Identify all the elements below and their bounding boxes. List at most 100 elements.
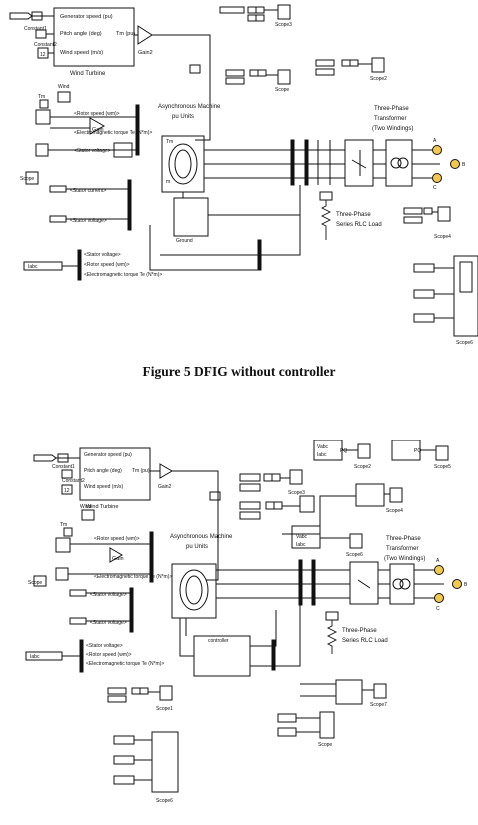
asynchronous-machine-block[interactable]: Asynchronous Machine pu Units Tm m <box>158 104 221 192</box>
svg-text:12: 12 <box>64 488 70 494</box>
parallel-rlc-load[interactable] <box>350 562 378 604</box>
constant-12-block[interactable]: 12 <box>62 485 72 494</box>
controller-block[interactable]: controller <box>194 636 250 676</box>
scope1-block[interactable]: Scope1 <box>156 686 173 712</box>
svg-text:Scope2: Scope2 <box>370 76 387 82</box>
svg-text:Vabc: Vabc <box>317 444 329 450</box>
parallel-rlc-load[interactable] <box>345 140 373 186</box>
three-phase-bus <box>216 560 350 605</box>
svg-text:<Rotor speed (wm)>: <Rotor speed (wm)> <box>94 536 140 542</box>
svg-text:Gain2: Gain2 <box>138 50 153 56</box>
constant2-block[interactable]: Constant2 <box>62 470 85 484</box>
svg-text:Iabc: Iabc <box>30 654 40 660</box>
svg-text:Wind speed (m/s): Wind speed (m/s) <box>84 484 124 490</box>
svg-text:Constant1: Constant1 <box>52 464 75 470</box>
svg-text:Constant2: Constant2 <box>62 478 85 484</box>
svg-text:<Electromagnetic torque Te (N*: <Electromagnetic torque Te (N*m)> <box>84 272 162 278</box>
scope7-block[interactable]: Scope7 <box>370 684 387 708</box>
gain2-block[interactable]: Gain2 <box>138 26 153 56</box>
svg-text:Tm (pu): Tm (pu) <box>116 31 135 37</box>
phase-port-c[interactable]: C <box>433 174 442 192</box>
svg-text:Tm: Tm <box>60 522 67 528</box>
svg-text:<Stator voltage>: <Stator voltage> <box>84 252 121 258</box>
scope-block[interactable]: Scope <box>318 712 334 748</box>
svg-text:Transformer: Transformer <box>374 116 406 122</box>
svg-text:Three-Phase: Three-Phase <box>374 106 409 112</box>
phase-port-b[interactable]: B <box>451 160 467 169</box>
svg-text:Iabc: Iabc <box>296 542 306 548</box>
constant1-block[interactable]: Constant1 <box>52 454 75 470</box>
constant-12-block[interactable]: 12 <box>38 48 48 58</box>
svg-text:Scope6: Scope6 <box>456 340 473 346</box>
phase-port-a[interactable]: A <box>433 138 442 155</box>
svg-text:Scope1: Scope1 <box>156 706 173 712</box>
svg-text:Generator speed (pu): Generator speed (pu) <box>60 14 113 20</box>
svg-text:<Electromagnetic torque Te (N*: <Electromagnetic torque Te (N*m)> <box>86 661 164 667</box>
wind-turbine-block[interactable]: Generator speed (pu) Pitch angle (deg) W… <box>54 8 135 77</box>
three-phase-bus <box>204 140 345 185</box>
svg-text:Iabc: Iabc <box>317 452 327 458</box>
svg-text:(Two Windings): (Two Windings) <box>372 126 413 132</box>
svg-text:Tm (pu): Tm (pu) <box>132 468 150 474</box>
svg-text:Scope3: Scope3 <box>275 22 292 28</box>
svg-text:pu Units: pu Units <box>186 544 208 550</box>
svg-text:Vabc: Vabc <box>296 534 308 540</box>
svg-text:Iabc: Iabc <box>28 264 38 270</box>
svg-text:Scope: Scope <box>318 742 332 748</box>
svg-text:Scope2: Scope2 <box>354 464 371 470</box>
svg-text:Asynchronous Machine: Asynchronous Machine <box>170 534 233 540</box>
series-rlc-load[interactable]: Three-Phase Series RLC Load <box>326 612 388 654</box>
asynchronous-machine-block[interactable]: Asynchronous Machine pu Units <box>170 534 233 618</box>
constant1-block[interactable]: Constant1 <box>24 12 47 32</box>
phase-port-b[interactable]: B <box>453 580 469 589</box>
svg-text:Transformer: Transformer <box>386 546 418 552</box>
svg-text:B: B <box>464 582 468 588</box>
svg-text:Asynchronous Machine: Asynchronous Machine <box>158 104 221 110</box>
scope5-block[interactable]: Scope5 <box>434 446 451 470</box>
gain-block[interactable]: Gain <box>110 548 124 562</box>
svg-text:(Two Windings): (Two Windings) <box>384 556 425 562</box>
scope2-block[interactable]: Scope2 <box>354 444 371 470</box>
svg-text:C: C <box>433 185 437 191</box>
input-signal-block[interactable] <box>10 13 32 19</box>
svg-text:<Rotor speed (wm)>: <Rotor speed (wm)> <box>86 652 132 658</box>
three-phase-transformer[interactable]: Three-Phase Transformer (Two Windings) <box>372 106 413 186</box>
gain2-block[interactable]: Gain2 <box>158 464 172 490</box>
simulink-diagram-dfig-with-controller: Generator speed (pu) Pitch angle (deg) W… <box>0 440 478 820</box>
simulink-diagram-dfig-without-controller: Generator speed (pu) Pitch angle (deg) W… <box>0 0 478 365</box>
svg-text:A: A <box>433 138 437 144</box>
svg-text:PQ: PQ <box>414 448 421 454</box>
svg-text:Scope: Scope <box>275 87 289 93</box>
svg-text:PQ: PQ <box>340 448 347 454</box>
svg-text:Wind Turbine: Wind Turbine <box>70 71 106 77</box>
svg-text:Gain2: Gain2 <box>158 484 172 490</box>
phase-port-a[interactable]: A <box>435 558 444 575</box>
scope4-block[interactable]: Scope4 <box>386 488 403 514</box>
svg-text:Tm: Tm <box>166 139 173 145</box>
svg-text:Generator speed (pu): Generator speed (pu) <box>84 452 132 458</box>
svg-text:Scope5: Scope5 <box>434 464 451 470</box>
scope5-block[interactable]: Scope6 <box>454 256 478 346</box>
series-rlc-load[interactable]: Three-Phase Series RLC Load <box>320 192 382 240</box>
svg-text:Pitch angle (deg): Pitch angle (deg) <box>60 31 102 37</box>
svg-text:Scope7: Scope7 <box>370 702 387 708</box>
svg-text:12: 12 <box>40 52 46 58</box>
scope3-block[interactable]: Scope3 <box>275 5 292 28</box>
scope3-block[interactable]: Scope3 <box>288 470 305 496</box>
scope2-block[interactable]: Scope2 <box>370 58 387 82</box>
svg-text:A: A <box>436 558 440 564</box>
svg-text:Ground: Ground <box>176 238 193 244</box>
svg-text:B: B <box>462 162 466 168</box>
svg-text:<Electromagnetic torque Te (N*: <Electromagnetic torque Te (N*m)> <box>74 130 152 136</box>
scope6b-block[interactable]: Scope6 <box>152 732 178 804</box>
svg-text:Series RLC Load: Series RLC Load <box>342 638 388 644</box>
scope-block[interactable]: Scope <box>275 70 290 93</box>
svg-text:Scope3: Scope3 <box>288 490 305 496</box>
svg-text:controller: controller <box>208 638 229 644</box>
svg-text:<Stator voltage>: <Stator voltage> <box>86 643 123 649</box>
wind-turbine-block[interactable]: Generator speed (pu) Pitch angle (deg) W… <box>80 448 150 510</box>
svg-text:Wind: Wind <box>80 504 92 510</box>
svg-text:<Rotor speed (wm)>: <Rotor speed (wm)> <box>74 111 120 117</box>
phase-port-c[interactable]: C <box>435 594 444 613</box>
svg-text:Scope: Scope <box>28 580 42 586</box>
